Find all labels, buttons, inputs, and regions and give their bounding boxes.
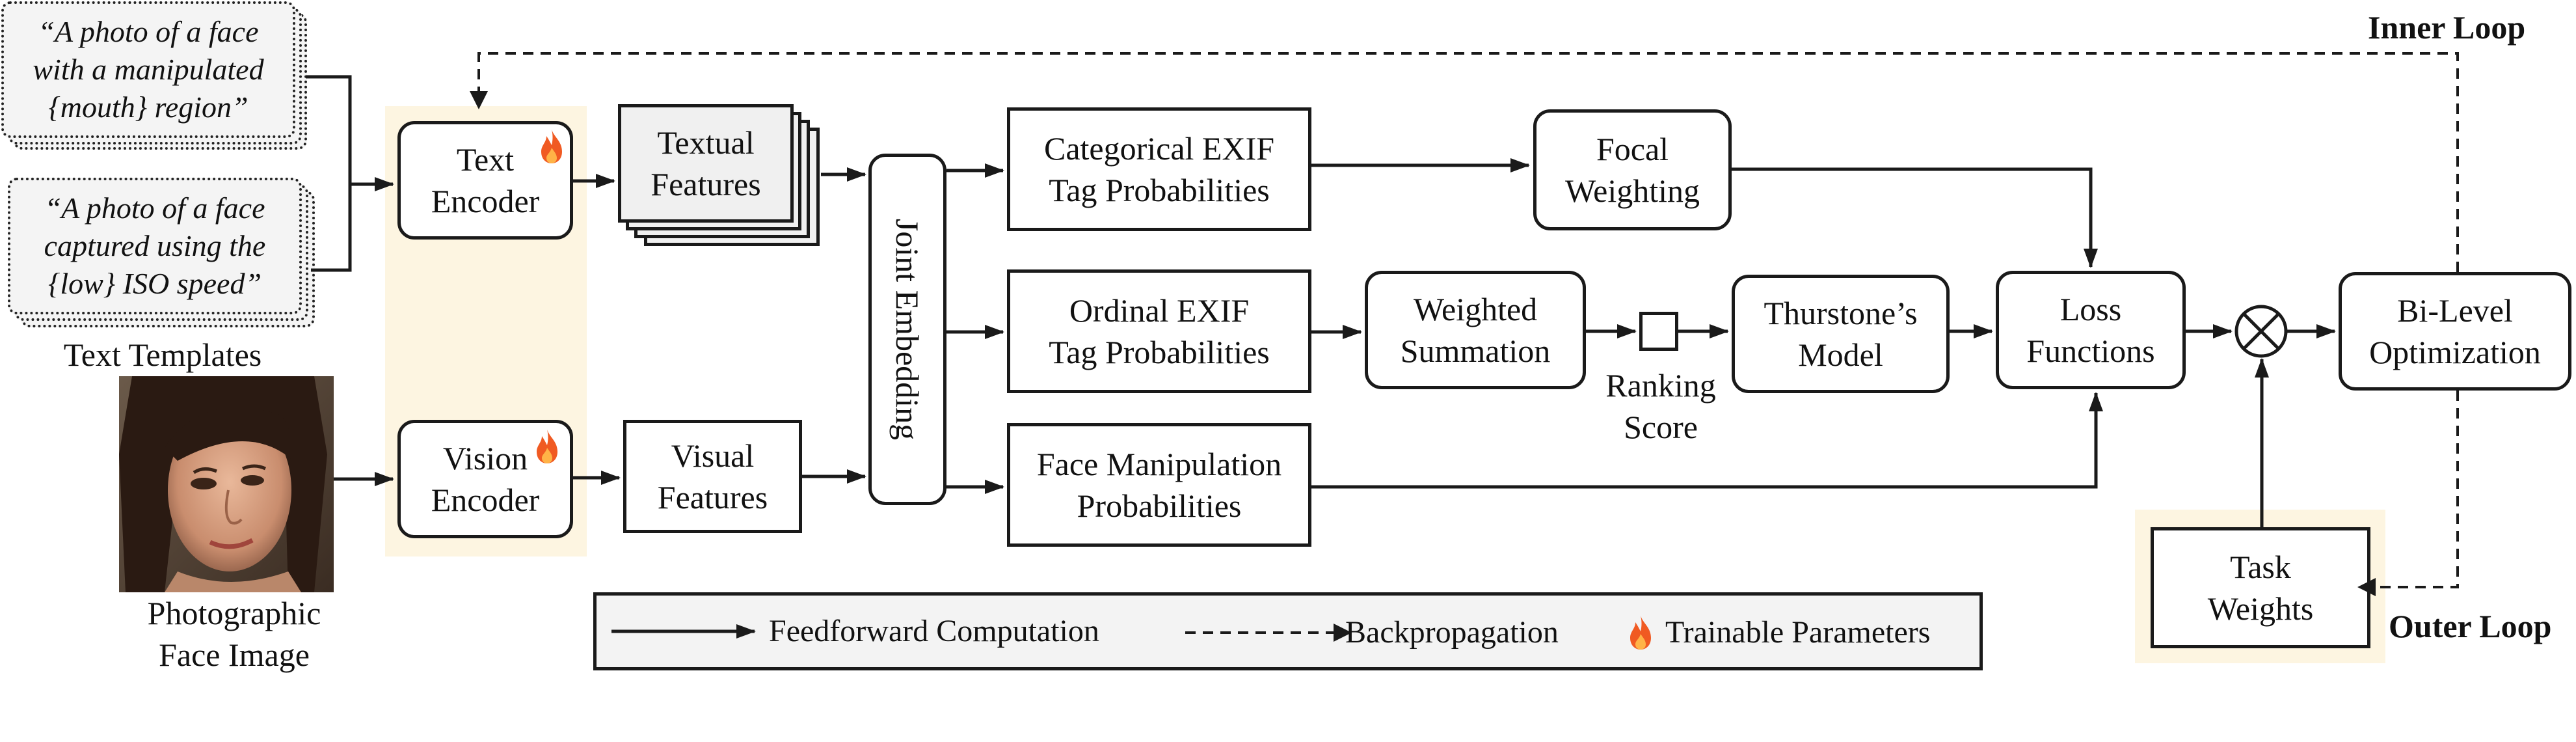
ranking-score-square xyxy=(1639,312,1678,351)
text-template-mouth: “A photo of a face with a manipulated {m… xyxy=(1,1,295,138)
inner-loop-arrowhead xyxy=(470,91,488,109)
visual-features-node: Visual Features xyxy=(623,420,802,533)
face-photo xyxy=(119,376,334,592)
bilevel-optimization-node: Bi-Level Optimization xyxy=(2339,272,2571,391)
fire-icon xyxy=(541,130,562,163)
face-image-caption: Photographic Face Image xyxy=(147,595,321,673)
categorical-exif-node: Categorical EXIF Tag Probabilities xyxy=(1007,107,1311,231)
vision-encoder-node: Vision Encoder xyxy=(397,420,573,538)
legend-feedforward-label: Feedforward Computation xyxy=(769,614,1099,648)
outer-loop-label: Outer Loop xyxy=(2389,608,2552,644)
ordinal-exif-node: Ordinal EXIF Tag Probabilities xyxy=(1007,269,1311,393)
joint-embedding-node: Joint Embedding xyxy=(868,154,946,505)
face-manipulation-node: Face Manipulation Probabilities xyxy=(1007,423,1311,547)
text-template-iso: “A photo of a face captured using the {l… xyxy=(8,178,302,314)
text-encoder-node: Text Encoder xyxy=(397,121,573,240)
outer-loop-arrowhead xyxy=(2357,578,2376,596)
legend-trainable-label: Trainable Parameters xyxy=(1665,615,1931,650)
fire-icon xyxy=(1630,616,1651,650)
loss-functions-node: Loss Functions xyxy=(1996,271,2186,389)
textual-features-node: Textual Features xyxy=(618,104,794,223)
legend-backprop-label: Backpropagation xyxy=(1345,615,1559,650)
legend-box xyxy=(593,592,1983,670)
task-weights-node: Task Weights xyxy=(2151,527,2370,648)
text-templates-caption: Text Templates xyxy=(63,337,262,373)
weighted-summation-node: Weighted Summation xyxy=(1365,271,1586,389)
face-photo-illustration xyxy=(119,376,334,592)
focal-weighting-node: Focal Weighting xyxy=(1533,109,1732,230)
fire-icon xyxy=(537,430,557,463)
inner-loop-label: Inner Loop xyxy=(2368,9,2526,46)
ranking-score-label: Ranking Score xyxy=(1605,367,1716,445)
thurstone-model-node: Thurstone’s Model xyxy=(1732,275,1950,393)
